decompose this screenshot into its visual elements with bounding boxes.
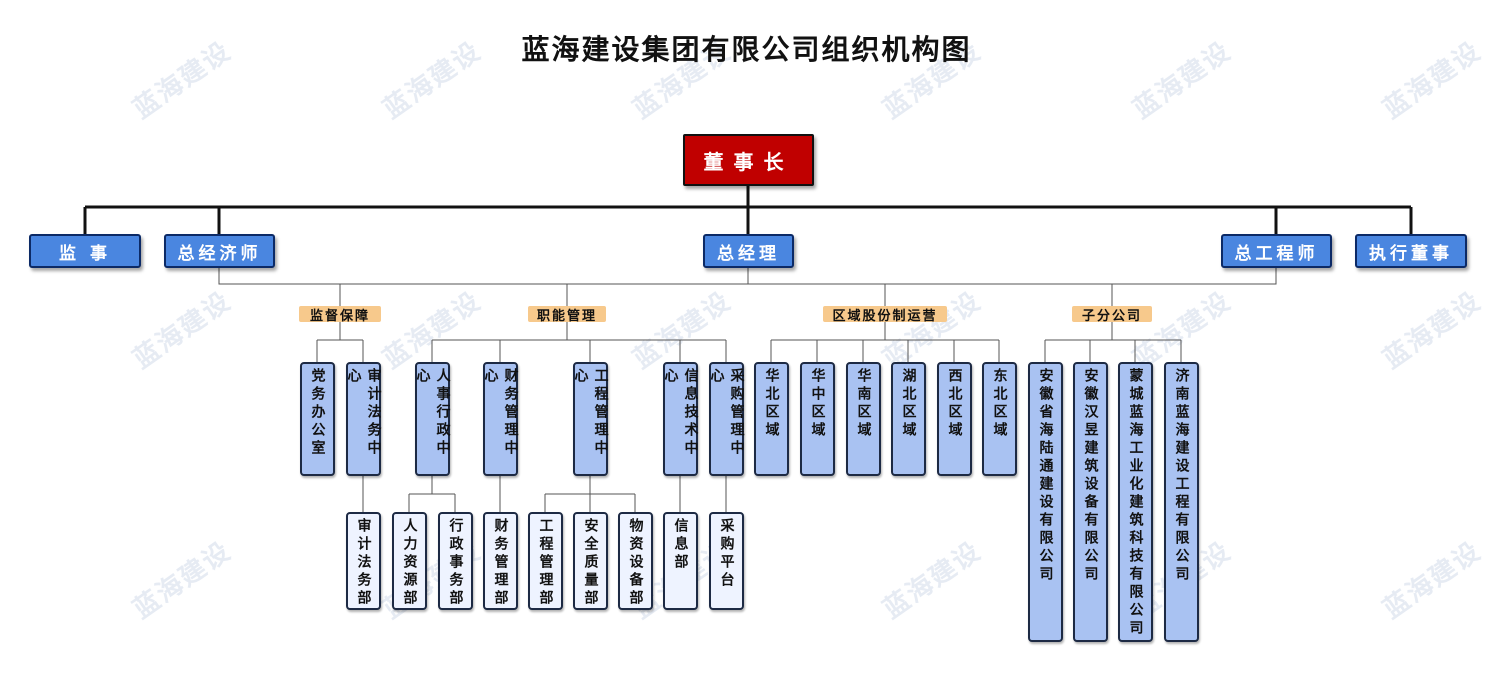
category-regional-label: 区域股份制运营 <box>832 308 938 324</box>
dept-it-center[interactable]: 信息技术中心 <box>662 362 699 476</box>
dept-hubei[interactable]: 湖北区域 <box>891 362 926 476</box>
subsidiary-luotong-label: 安徽省海陆通建设有限公司 <box>1037 368 1054 584</box>
chairman-label: 董事长 <box>703 149 794 174</box>
executive-director-label: 执行董事 <box>1369 243 1453 264</box>
supervisor-label: 监 事 <box>59 243 111 264</box>
unit-safety-quality-dept[interactable]: 安全质量部 <box>573 512 608 610</box>
unit-materials-dept-label: 物资设备部 <box>627 518 644 608</box>
dept-finance-center-label: 财务管理中心 <box>482 368 519 458</box>
dept-it-center-label: 信息技术中心 <box>662 368 699 458</box>
category-functional-label: 职能管理 <box>536 308 597 324</box>
dept-hr-admin-center[interactable]: 人事行政中心 <box>414 362 451 476</box>
dept-engineering-center[interactable]: 工程管理中心 <box>572 362 609 476</box>
dept-audit-legal-center[interactable]: 审计法务中心 <box>345 362 382 476</box>
dept-finance-center[interactable]: 财务管理中心 <box>482 362 519 476</box>
unit-procurement-platform-label: 采购平台 <box>718 518 735 590</box>
subsidiary-jinan[interactable]: 济南蓝海建设工程有限公司 <box>1164 362 1199 642</box>
subsidiary-mengcheng-label: 蒙城蓝海工业化建筑科技有限公司 <box>1127 368 1144 638</box>
general-manager-box[interactable]: 总经理 <box>703 234 794 268</box>
unit-info-dept[interactable]: 信息部 <box>663 512 698 610</box>
category-subsidiaries[interactable]: 子分公司 <box>1072 306 1152 324</box>
unit-hr-dept[interactable]: 人力资源部 <box>392 512 427 610</box>
dept-central-china[interactable]: 华中区域 <box>800 362 835 476</box>
dept-north-china-label: 华北区域 <box>763 368 780 440</box>
category-regional[interactable]: 区域股份制运营 <box>823 306 947 324</box>
dept-hubei-label: 湖北区域 <box>900 368 917 440</box>
chief-economist-box[interactable]: 总经济师 <box>164 234 275 268</box>
general-manager-label: 总经理 <box>717 243 780 264</box>
dept-party-office-label: 党务办公室 <box>309 368 326 458</box>
unit-engineering-dept[interactable]: 工程管理部 <box>528 512 563 610</box>
dept-north-china[interactable]: 华北区域 <box>754 362 789 476</box>
dept-procurement-center-label: 采购管理中心 <box>708 368 745 458</box>
dept-procurement-center[interactable]: 采购管理中心 <box>708 362 745 476</box>
dept-northeast[interactable]: 东北区域 <box>982 362 1017 476</box>
dept-hr-admin-center-label: 人事行政中心 <box>414 368 451 458</box>
unit-hr-dept-label: 人力资源部 <box>401 518 418 608</box>
chief-engineer-label: 总工程师 <box>1234 243 1319 264</box>
chief-engineer-box[interactable]: 总工程师 <box>1221 234 1332 268</box>
unit-procurement-platform[interactable]: 采购平台 <box>709 512 744 610</box>
unit-audit-legal-dept[interactable]: 审计法务部 <box>346 512 381 610</box>
dept-northeast-label: 东北区域 <box>991 368 1008 440</box>
dept-south-china[interactable]: 华南区域 <box>846 362 881 476</box>
unit-materials-dept[interactable]: 物资设备部 <box>618 512 653 610</box>
dept-party-office[interactable]: 党务办公室 <box>300 362 335 476</box>
dept-south-china-label: 华南区域 <box>855 368 872 440</box>
chairman-box[interactable]: 董事长 <box>683 134 814 186</box>
dept-northwest[interactable]: 西北区域 <box>937 362 972 476</box>
chart-title: 蓝海建设集团有限公司组织机构图 <box>521 33 972 66</box>
unit-finance-dept-label: 财务管理部 <box>492 518 509 608</box>
category-functional[interactable]: 职能管理 <box>528 306 606 324</box>
unit-finance-dept[interactable]: 财务管理部 <box>483 512 518 610</box>
subsidiary-jinan-label: 济南蓝海建设工程有限公司 <box>1173 368 1190 584</box>
subsidiary-hanyu-label: 安徽汉昱建筑设备有限公司 <box>1082 368 1099 584</box>
executive-director-box[interactable]: 执行董事 <box>1355 234 1467 268</box>
unit-info-dept-label: 信息部 <box>672 518 689 572</box>
unit-audit-legal-dept-label: 审计法务部 <box>355 518 372 608</box>
dept-northwest-label: 西北区域 <box>946 368 963 440</box>
dept-engineering-center-label: 工程管理中心 <box>572 368 609 458</box>
category-supervision-label: 监督保障 <box>309 308 370 324</box>
supervisor-box[interactable]: 监 事 <box>29 234 141 268</box>
category-supervision[interactable]: 监督保障 <box>299 306 381 324</box>
category-subsidiaries-label: 子分公司 <box>1081 308 1142 324</box>
dept-central-china-label: 华中区域 <box>809 368 826 440</box>
unit-engineering-dept-label: 工程管理部 <box>537 518 554 608</box>
unit-admin-dept[interactable]: 行政事务部 <box>438 512 473 610</box>
subsidiary-hanyu[interactable]: 安徽汉昱建筑设备有限公司 <box>1073 362 1108 642</box>
dept-audit-legal-center-label: 审计法务中心 <box>345 368 382 458</box>
unit-safety-quality-dept-label: 安全质量部 <box>582 518 599 608</box>
subsidiary-luotong[interactable]: 安徽省海陆通建设有限公司 <box>1028 362 1063 642</box>
chief-economist-label: 总经济师 <box>177 243 262 264</box>
subsidiary-mengcheng[interactable]: 蒙城蓝海工业化建筑科技有限公司 <box>1118 362 1153 642</box>
unit-admin-dept-label: 行政事务部 <box>447 518 464 608</box>
